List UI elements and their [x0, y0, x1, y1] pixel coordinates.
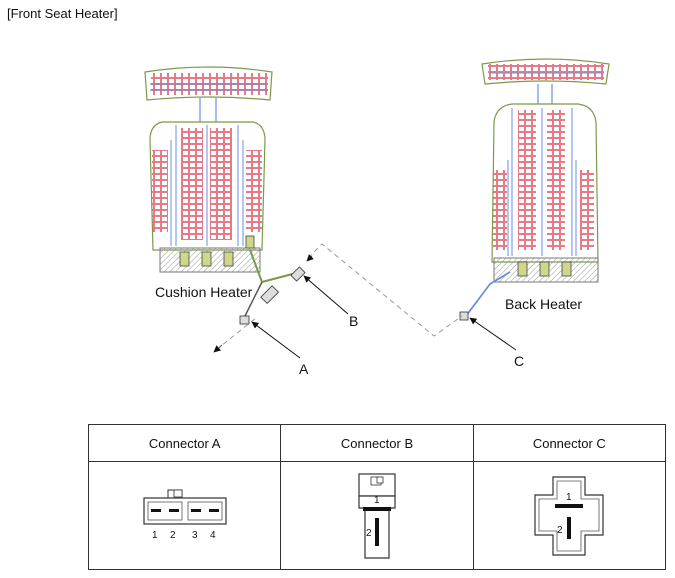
connector-c-pin-2: 2 — [557, 525, 563, 536]
route-arrow-right — [306, 254, 314, 262]
back-heater-label: Back Heater — [505, 296, 582, 312]
leader-line-b — [303, 275, 349, 315]
connector-c-cell: 1 2 — [472, 461, 667, 570]
connector-a-cell: 1 2 3 4 — [87, 461, 282, 570]
connector-header-row: Connector A Connector B Connector C — [87, 424, 667, 462]
cushion-heater-label: Cushion Heater — [155, 284, 253, 300]
harness-route-line — [215, 243, 463, 351]
route-arrow-left — [213, 344, 223, 353]
page-title: [Front Seat Heater] — [7, 6, 118, 21]
connector-a-header: Connector A — [87, 424, 282, 462]
leader-line-a — [251, 321, 301, 359]
connector-a-pin-3: 3 — [192, 530, 198, 541]
back-heater-graphic — [459, 58, 610, 321]
connector-c-figure: 1 2 — [534, 475, 604, 556]
connector-b-pin-1: 1 — [374, 495, 380, 506]
connector-b-pin-2: 2 — [366, 528, 372, 539]
callout-a-label: A — [299, 361, 309, 377]
connector-c-pin-1: 1 — [566, 492, 572, 503]
connector-b-cell: 1 2 — [280, 461, 474, 570]
leader-line-c — [469, 317, 517, 351]
connector-table: Connector A Connector B Connector C 1 2 … — [87, 424, 667, 570]
connector-a-figure: 1 2 3 4 — [143, 489, 227, 541]
cushion-heater-graphic — [144, 66, 306, 325]
connector-a-pin-2: 2 — [170, 530, 176, 541]
connector-figure-row: 1 2 3 4 1 2 1 — [87, 461, 667, 570]
callout-b-label: B — [349, 313, 358, 329]
connector-a-pin-4: 4 — [210, 530, 216, 541]
connector-a-pin-1: 1 — [152, 530, 158, 541]
connector-c-header: Connector C — [472, 424, 667, 462]
connector-b-header: Connector B — [280, 424, 474, 462]
seat-heater-diagram: Cushion Heater Back Heater A B C — [144, 58, 610, 377]
callout-c-label: C — [514, 353, 524, 369]
connector-b-figure: 1 2 — [358, 472, 396, 559]
